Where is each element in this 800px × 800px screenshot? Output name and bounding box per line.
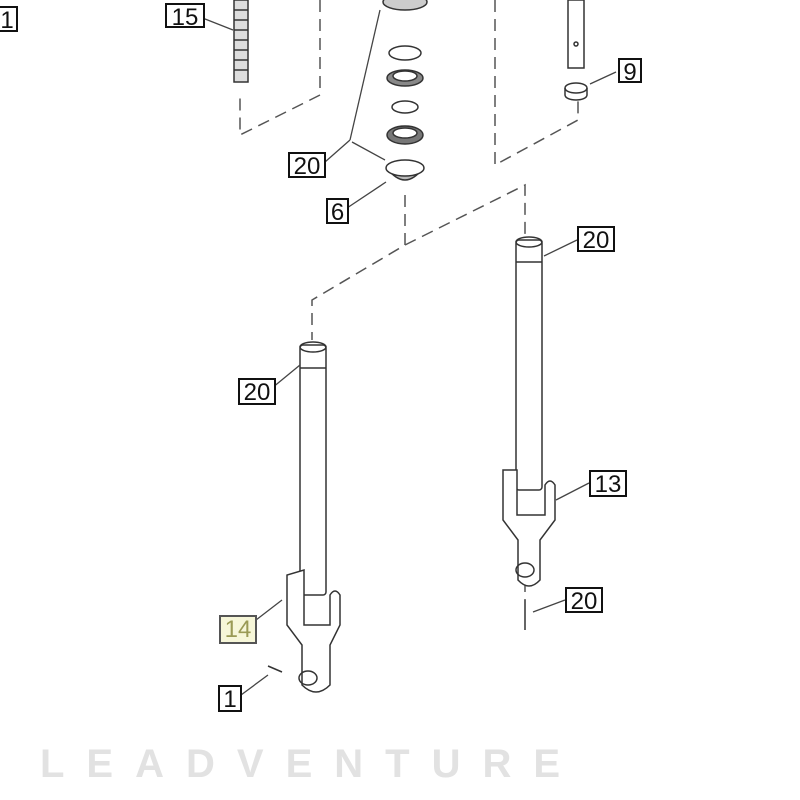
- callout-6[interactable]: 6: [326, 198, 349, 225]
- callout-20-bearings[interactable]: 20: [288, 152, 326, 179]
- leader-lines: [199, 9, 617, 696]
- fork-leg-left: [267, 341, 341, 693]
- steering-stem: [564, 0, 588, 101]
- bearing-stack: [382, 0, 428, 181]
- callout-20-bolt[interactable]: 20: [565, 587, 603, 614]
- callout-20-left-tube[interactable]: 20: [238, 378, 276, 405]
- spring-part-15: [233, 0, 249, 83]
- fork-leg-right: [502, 236, 556, 630]
- callout-1-bottom[interactable]: 1: [218, 685, 242, 712]
- callout-9[interactable]: 9: [618, 58, 642, 85]
- callout-15[interactable]: 15: [165, 3, 205, 30]
- dashed-guides: [239, 0, 579, 600]
- callout-1-top[interactable]: 1: [0, 6, 18, 33]
- callout-14-highlighted[interactable]: 14: [219, 615, 257, 644]
- callout-13[interactable]: 13: [589, 470, 627, 497]
- callout-20-right-tube[interactable]: 20: [577, 226, 615, 253]
- watermark: LEADVENTURE: [40, 742, 583, 786]
